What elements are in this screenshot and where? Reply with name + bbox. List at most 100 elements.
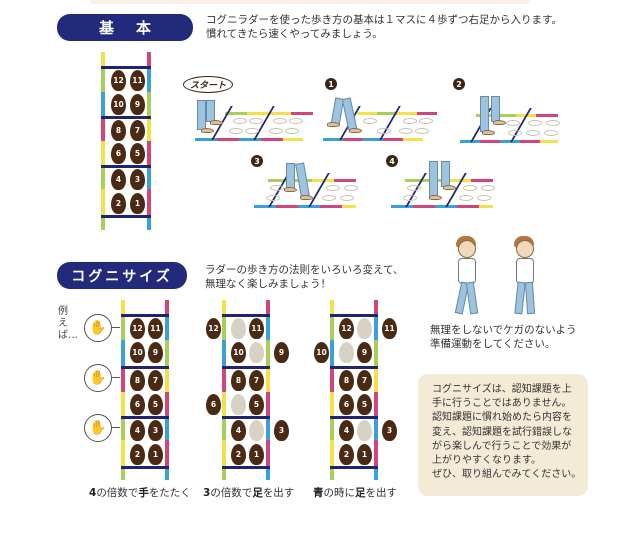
warmup-note: 無理をしないでケガのないよう 準備運動をしてください。 xyxy=(430,323,576,351)
footprint: 11 xyxy=(249,318,264,339)
footprint: 5 xyxy=(130,143,145,164)
top-decorative-strip xyxy=(90,0,530,4)
footprint: 5 xyxy=(249,394,264,415)
info-line: 上がりやすくなります。 xyxy=(432,455,541,467)
footprint: 9 xyxy=(274,342,289,363)
info-line: 手に行うことではありません。 xyxy=(432,398,572,410)
footprint: 9 xyxy=(148,342,163,363)
step-number-badge: 1 xyxy=(325,78,337,90)
footprint: 8 xyxy=(130,370,145,391)
caption-clap-multiples-of-4: 4の倍数で手をたたく xyxy=(89,487,191,499)
footprint: 2 xyxy=(231,444,246,465)
ladder-rung xyxy=(101,165,151,168)
example-ladder-multiples-of-3: 12 11 10 9 8 7 6 5 4 3 2 1 xyxy=(206,300,289,480)
footprint: 3 xyxy=(130,169,145,190)
warmup-note-line-2: 準備運動をしてください。 xyxy=(430,338,556,350)
walker-leg xyxy=(197,100,206,130)
footprint: 5 xyxy=(357,394,372,415)
info-line: コグニサイズは、認知課題を上 xyxy=(432,384,572,395)
caption-step-on-blue: 青の時に足を出す xyxy=(313,487,397,499)
footprint: 10 xyxy=(314,342,329,363)
footprint-ghost xyxy=(357,420,372,441)
clapping-hands-icon: ✋ xyxy=(84,314,120,342)
footprint: 12 xyxy=(130,318,145,339)
footprint: 11 xyxy=(130,70,145,91)
footprint: 9 xyxy=(357,342,372,363)
ladder-rung xyxy=(101,116,151,119)
info-line: 認知課題に慣れ始めたら内容を xyxy=(432,412,572,424)
stretching-person-illustration xyxy=(512,236,552,326)
footprint: 2 xyxy=(111,193,126,214)
footprint: 4 xyxy=(111,169,126,190)
footprint: 4 xyxy=(231,420,246,441)
step-number-badge: 2 xyxy=(453,78,465,90)
example-ladder-clap: 12 11 10 9 8 7 6 5 4 3 2 1 xyxy=(121,300,171,480)
footprint-ghost xyxy=(249,420,264,441)
step-number-badge: 3 xyxy=(251,155,263,167)
cognicise-info-box: コグニサイズは、認知課題を上 手に行うことではありません。 認知課題に慣れ始めた… xyxy=(418,374,588,496)
step-number-badge: 4 xyxy=(386,155,398,167)
step-4-illustration: 4 xyxy=(383,155,503,213)
footprint: 7 xyxy=(357,370,372,391)
footprint-ghost xyxy=(231,394,246,415)
footprint: 9 xyxy=(130,94,145,115)
ladder-rung xyxy=(101,215,151,218)
footprint: 3 xyxy=(274,420,289,441)
footprint: 10 xyxy=(111,94,126,115)
footprint: 7 xyxy=(249,370,264,391)
footprint: 10 xyxy=(130,342,145,363)
basic-ladder: 12 11 10 9 8 7 6 5 4 3 2 1 xyxy=(101,52,153,230)
ladder-right-rail xyxy=(147,52,151,230)
example-ladder-on-blue: 12 11 10 9 8 7 6 5 4 3 2 1 xyxy=(314,300,397,480)
cognicise-description: ラダーの歩き方の法則をいろいろ変えて、 無理なく楽しみましょう！ xyxy=(205,263,403,291)
footprint: 5 xyxy=(148,394,163,415)
start-label: スタート xyxy=(183,76,234,93)
basic-description: コグニラダーを使った歩き方の基本は１マスに４歩ずつ右足から入ります。 慣れてきた… xyxy=(206,13,562,41)
footprint: 6 xyxy=(339,394,354,415)
footprint: 1 xyxy=(357,444,372,465)
ladder-left-rail xyxy=(101,52,105,230)
footprint: 11 xyxy=(382,318,397,339)
footprint: 2 xyxy=(130,444,145,465)
footprint: 8 xyxy=(111,120,126,141)
cognicise-description-line-2: 無理なく楽しみましょう！ xyxy=(205,278,331,290)
info-line: ぜひ、取り組んでみてください。 xyxy=(432,469,582,481)
step-3-illustration: 3 xyxy=(248,155,368,213)
footprint-ghost xyxy=(231,318,246,339)
step-2-illustration: 2 xyxy=(450,78,575,144)
info-line: がら楽しんで行うことで効果が xyxy=(432,440,572,452)
ladder-rung xyxy=(101,66,151,69)
footprint: 8 xyxy=(231,370,246,391)
basic-description-line-1: コグニラダーを使った歩き方の基本は１マスに４歩ずつ右足から入ります。 xyxy=(206,14,562,26)
warmup-note-line-1: 無理をしないでケガのないよう xyxy=(430,324,577,336)
footprint: 1 xyxy=(148,444,163,465)
footprint: 6 xyxy=(111,143,126,164)
clapping-hands-icon: ✋ xyxy=(84,364,120,392)
step-1-illustration: 1 xyxy=(323,78,443,144)
footprint-ghost xyxy=(357,318,372,339)
footprint: 10 xyxy=(231,342,246,363)
footprint: 2 xyxy=(339,444,354,465)
footprint: 3 xyxy=(382,420,397,441)
footprint: 7 xyxy=(130,120,145,141)
example-label: 例えば… xyxy=(58,306,78,341)
footprint: 7 xyxy=(148,370,163,391)
section-badge-cognicise: コグニサイズ xyxy=(57,262,187,289)
footprint: 12 xyxy=(111,70,126,91)
caption-step-multiples-of-3: 3の倍数で足を出す xyxy=(203,487,295,499)
footprint: 8 xyxy=(339,370,354,391)
walker-leg xyxy=(206,100,215,122)
section-badge-basic: 基本 xyxy=(57,14,193,41)
footprint: 12 xyxy=(339,318,354,339)
footprint: 6 xyxy=(130,394,145,415)
cognicise-description-line-1: ラダーの歩き方の法則をいろいろ変えて、 xyxy=(205,264,404,276)
footprint-ghost xyxy=(249,342,264,363)
footprint-ghost xyxy=(339,342,354,363)
footprint: 6 xyxy=(206,394,221,415)
footprint: 1 xyxy=(249,444,264,465)
basic-description-line-2: 慣れてきたら速くやってみましょう。 xyxy=(206,28,383,40)
clapping-hands-icon: ✋ xyxy=(84,414,120,442)
footprint: 4 xyxy=(130,420,145,441)
footprint: 1 xyxy=(130,193,145,214)
step-start-illustration: スタート xyxy=(183,76,313,144)
